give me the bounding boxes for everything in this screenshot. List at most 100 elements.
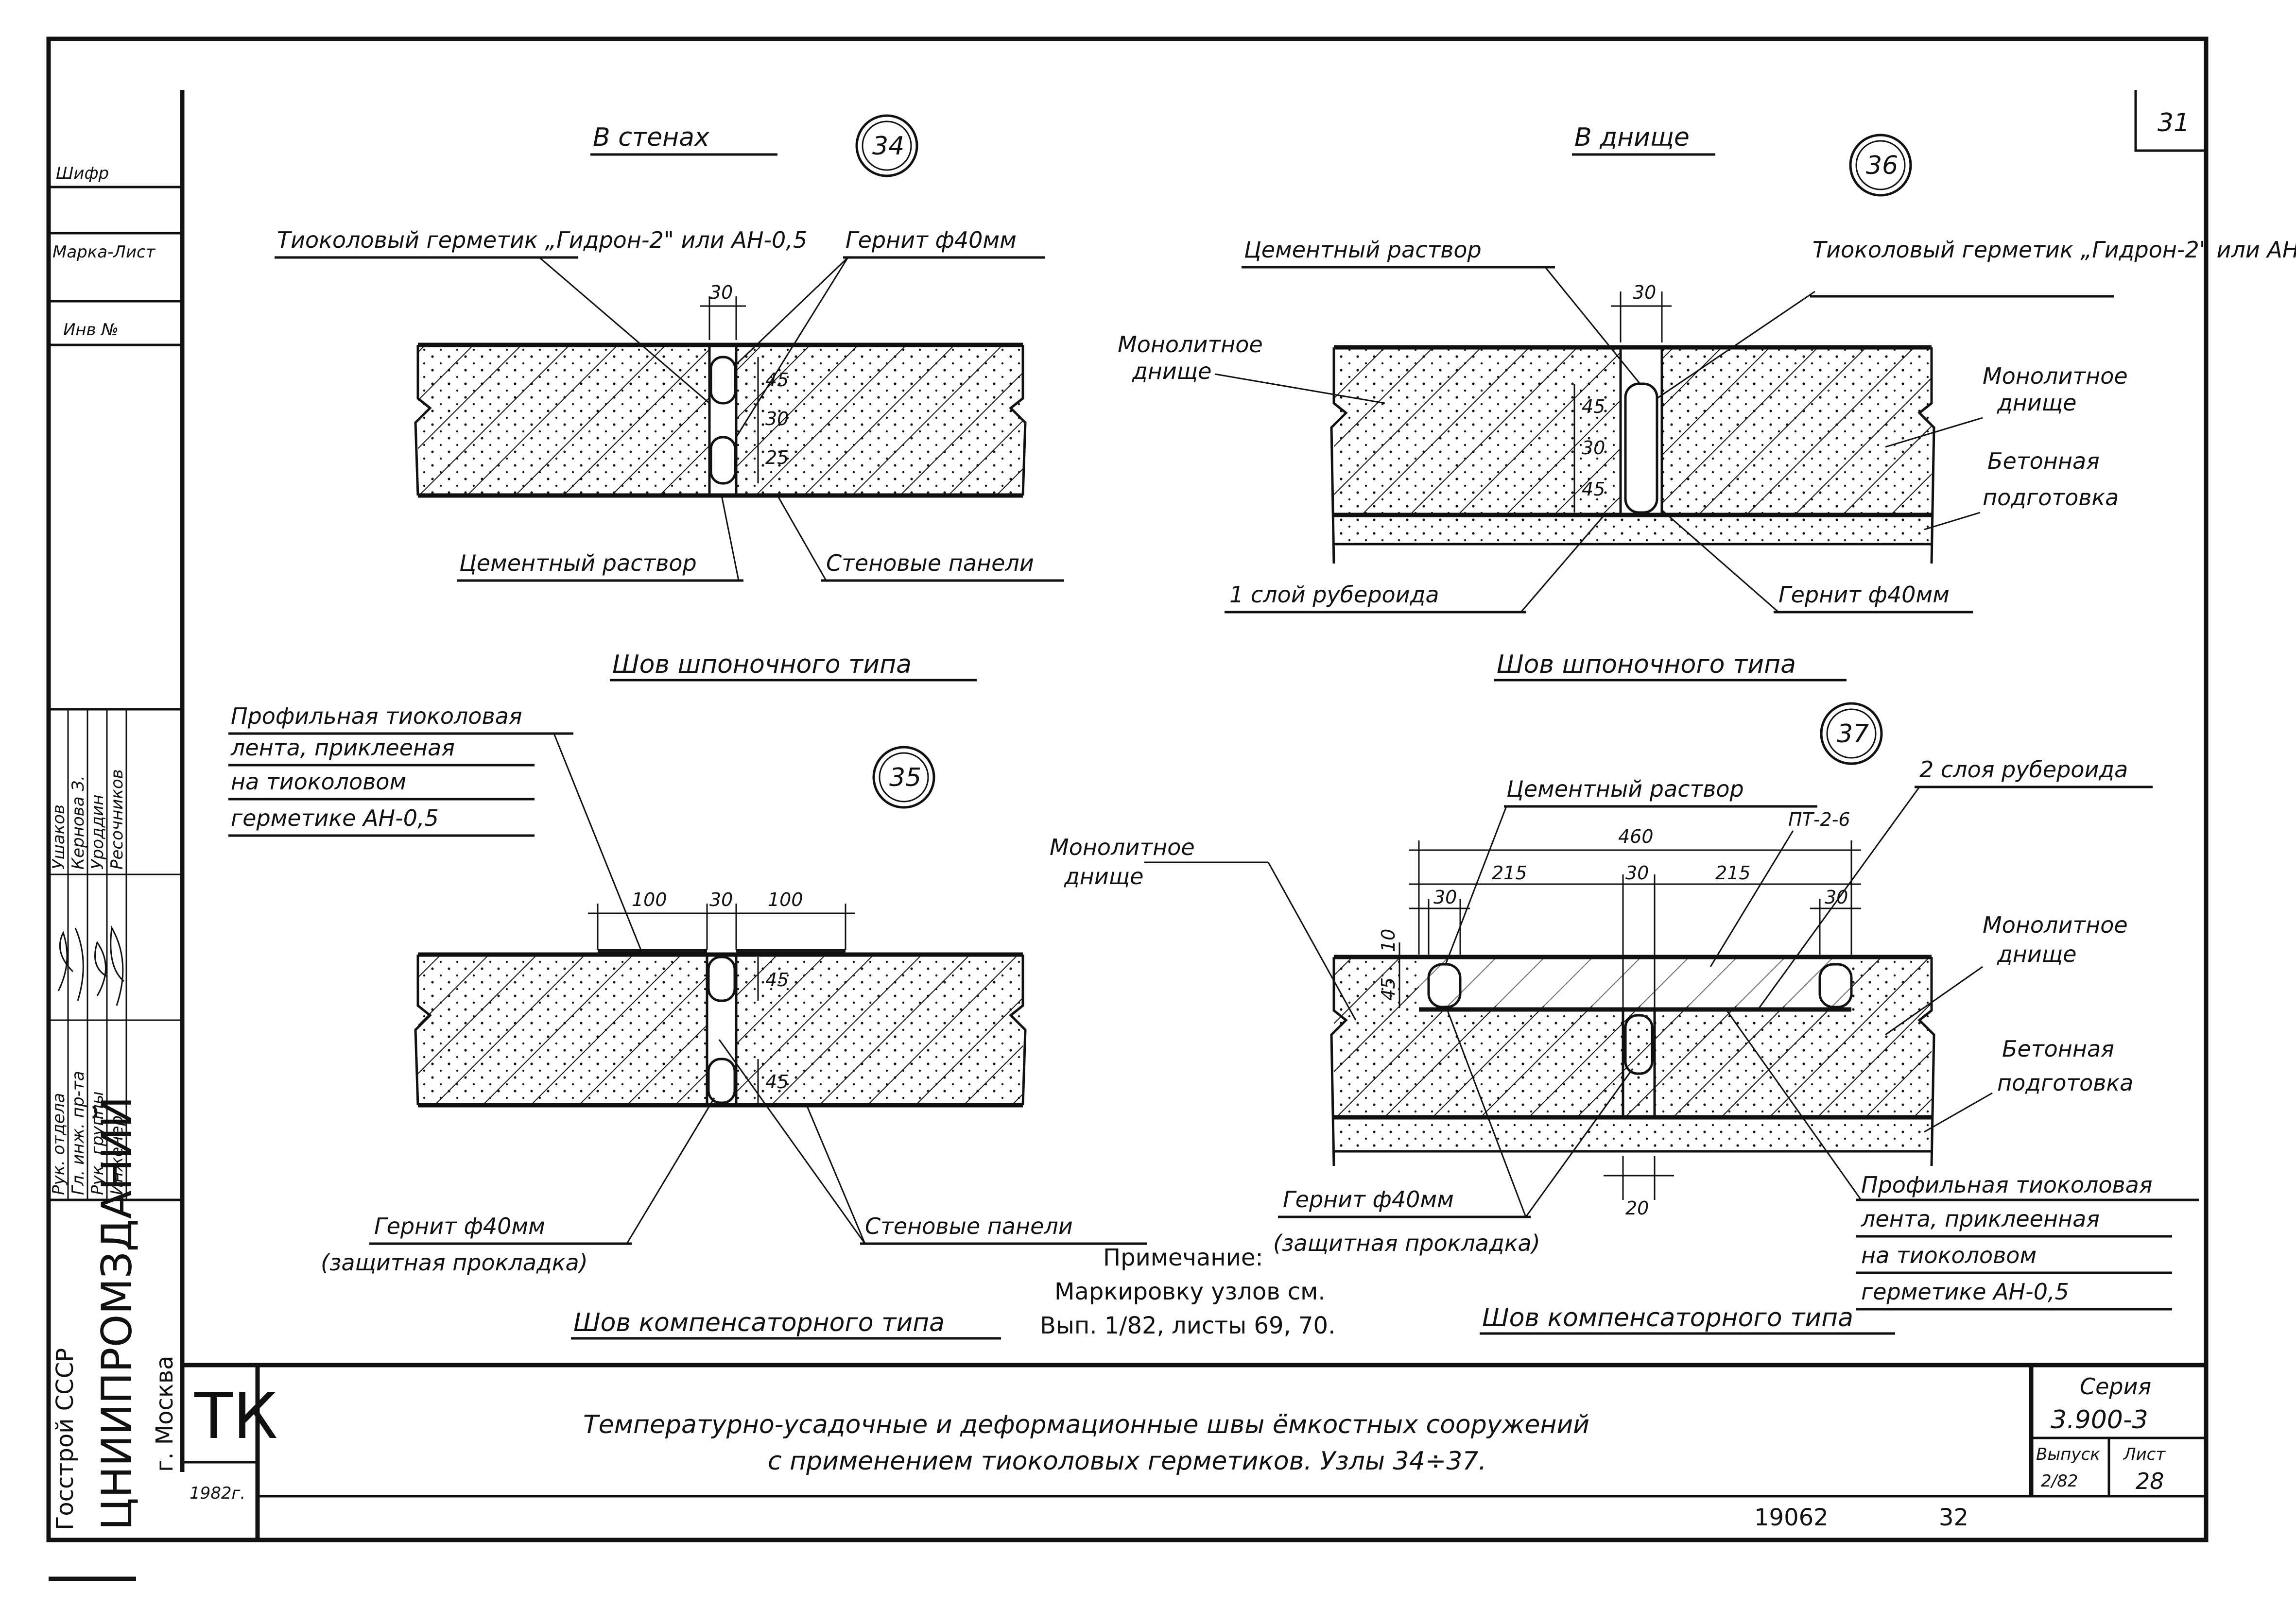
footer-page: 32 [1939,1504,1968,1531]
d35-tape-label-1: Профильная тиоколовая [231,703,522,729]
d34-mortar-label: Цементный раствор [459,550,697,576]
d35-dim-4: 45 [765,969,789,991]
d36-sealant-label: Тиоколовый герметик „Гидрон-2" или АН-0,… [1813,237,2296,263]
d34-panels-label: Стеновые панели [826,550,1034,576]
stamp-org-1: Госстрой СССР [52,1348,79,1530]
sheet-number-box: 31 [2134,90,2206,152]
d35-gernit-label-1: Гернит ф40мм [374,1213,545,1239]
d37-monolith-right-1: Монолитное [1983,912,2128,938]
d37-concrete-prep-2: подготовка [1997,1070,2133,1096]
section-bottom-header: В днище [1574,123,1690,152]
d36-monolith-left-1: Монолитное [1118,331,1263,358]
stamp-shifr: Шифр [56,164,109,183]
sheet-value: 28 [2136,1468,2164,1494]
d37-dim-total: 460 [1618,826,1654,847]
d36-dim-1: 45 [1582,396,1605,417]
sheet-label: Лист [2123,1445,2166,1464]
d37-dim-left-2: 45 [1378,977,1399,1001]
title-year: 1982г. [190,1484,245,1503]
d34-dim-2: 30 [765,408,789,429]
stamp-role-1: Рук. отдела [49,1093,69,1195]
d36-monolith-left-2: днище [1132,358,1211,384]
series-value: 3.900-3 [2051,1405,2148,1435]
d37-dim-mid-3: 215 [1715,862,1751,884]
d35-dim-1: 100 [632,889,667,910]
d37-dim-mid-2: 30 [1625,862,1649,884]
d37-concrete-prep-1: Бетонная [2002,1036,2114,1062]
stamp-marka-list: Марка-Лист [52,242,156,262]
d37-dim-left-1: 10 [1378,929,1399,952]
d37-caption: Шов компенсаторного типа [1482,1303,1853,1333]
title-block: ТК 1982г. Серия 3.900-3 Выпуск 2/82 Лист… [182,1365,2206,1540]
stamp-name-4: Ресочников [107,769,127,870]
stamp-role-2: Гл. инж. пр-та [69,1071,88,1195]
d35-gernit-label-2: (защитная прокладка) [321,1249,588,1276]
d37-ruberoid-label: 2 слоя рубероида [1919,756,2128,783]
node-37-marker: 37 [1820,702,1883,765]
stamp-name-3: Уроддин [88,795,107,870]
d35-caption: Шов компенсаторного типа [573,1308,945,1337]
stamp-org-3: г. Москва [151,1355,178,1472]
section-walls-header: В стенах [593,123,710,152]
d35-dim-3: 100 [768,889,803,910]
series-label: Серия [2080,1373,2151,1400]
d34-dim-3: 25 [765,447,789,468]
d36-ruberoid-label: 1 слой рубероида [1229,581,1439,608]
d35-panels-label: Стеновые панели [865,1213,1073,1239]
stamp-org-2: ЦНИИПРОМЗДАНИЙ [92,1096,141,1530]
d35-tape-label-3: на тиоколовом [231,769,406,795]
node-35-marker: 35 [872,746,935,809]
detail-37-drawing: 460 215 30 215 30 30 10 45 20 [1330,826,1935,1219]
d36-dim-2: 30 [1582,437,1605,459]
d37-tape-label-2: лента, приклеенная [1861,1206,2100,1232]
d34-dim-width: 30 [709,282,733,303]
stamp-name-1: Ушаков [49,804,69,870]
d36-dim-3: 45 [1582,479,1605,500]
detail-36-drawing: 30 45 30 45 [1330,282,1935,564]
detail-35-drawing: 100 30 100 45 45 [414,889,1027,1108]
issue-label: Выпуск [2036,1445,2100,1464]
note-title: Примечание: [1103,1244,1263,1271]
note-line-1: Маркировку узлов см. [1054,1278,1326,1305]
svg-text:36: 36 [1866,151,1898,180]
d35-dim-2: 30 [709,889,733,910]
d37-monolith-right-2: днище [1997,941,2076,967]
d37-tape-label-3: на тиоколовом [1861,1242,2037,1268]
d36-concrete-prep-2: подготовка [1983,484,2119,511]
d37-monolith-left-1: Монолитное [1050,834,1195,860]
stamp-role-4: Инженер [107,1115,127,1195]
note-line-2: Вып. 1/82, листы 69, 70. [1040,1312,1335,1339]
note-block: Примечание: Маркировку узлов см. Вып. 1/… [1040,1244,1335,1339]
d37-dim-small-1: 30 [1433,887,1457,908]
title-line-1: Температурно-усадочные и деформационные … [583,1410,1589,1439]
d35-tape-label-2: лента, приклееная [230,735,455,761]
title-line-2: с применением тиоколовых герметиков. Узл… [768,1447,1486,1476]
stamp-role-3: Рук. группы [88,1091,107,1195]
detail-34-drawing: 30 45 30 25 [414,282,1027,498]
d37-mortar-label: Цементный раствор [1506,776,1744,802]
svg-text:35: 35 [889,763,921,792]
d36-concrete-prep-1: Бетонная [1987,448,2100,474]
d36-gernit-label: Гернит ф40мм [1778,581,1950,608]
d34-gernit-label: Гернит ф40мм [846,227,1017,253]
d35-tape-label-4: герметике АН-0,5 [231,805,439,831]
stamp-inv-no: Инв № [63,320,119,340]
signature-scribbles [57,925,124,1006]
d36-caption: Шов шпоночного типа [1497,650,1796,679]
d37-mark-label: ПТ-2-6 [1788,809,1850,830]
d37-monolith-left-2: днище [1064,863,1143,889]
d37-gernit-label-2: (защитная прокладка) [1273,1230,1540,1256]
svg-text:34: 34 [872,132,904,161]
d37-tape-label-1: Профильная тиоколовая [1861,1172,2153,1198]
d36-mortar-label: Цементный раствор [1244,237,1482,263]
d36-monolith-right-1: Монолитное [1983,363,2128,389]
stamp-name-2: Кернова З. [69,775,88,870]
node-34-marker: 34 [855,114,918,177]
svg-text:37: 37 [1837,719,1869,749]
d37-tape-label-4: герметике АН-0,5 [1861,1279,2069,1305]
d37-dim-bottom: 20 [1625,1197,1649,1219]
d34-sealant-label: Тиоколовый герметик „Гидрон-2" или АН-0,… [277,227,807,253]
d37-dim-mid-1: 215 [1492,862,1527,884]
sheet-number: 31 [2158,108,2190,137]
